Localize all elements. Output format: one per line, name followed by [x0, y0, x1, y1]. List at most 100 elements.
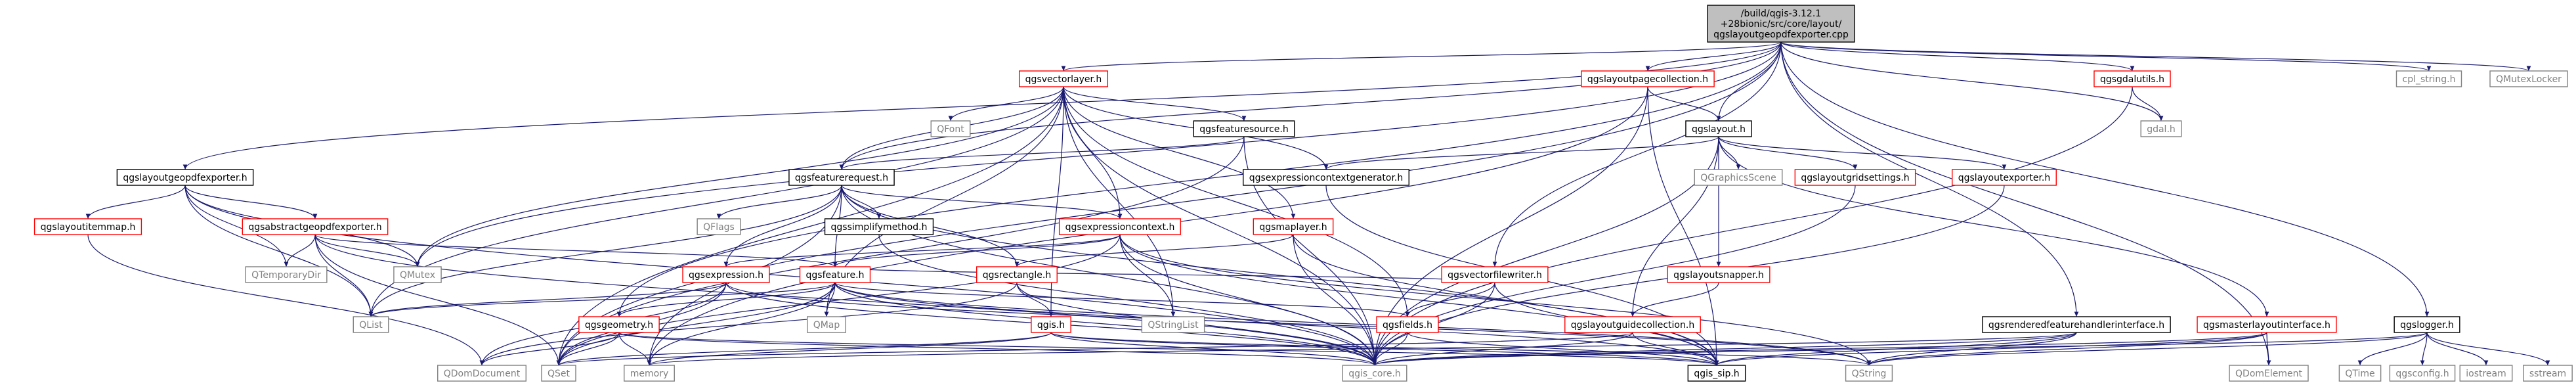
edge-qgslayoutgeopdfexporter_h-to-QTemporaryDir	[184, 185, 289, 267]
edge-qgsfeature_h-to-qgis_sip_h	[834, 282, 1719, 366]
node-label: QMap	[813, 320, 840, 330]
node-qgsexpression-h[interactable]: qgsexpression.h	[682, 266, 770, 283]
node-qgsvectorfilewriter-h[interactable]: qgsvectorfilewriter.h	[1441, 266, 1549, 283]
node-label: QStringList	[1148, 320, 1199, 330]
node-label: qgslayoutpagecollection.h	[1587, 74, 1708, 85]
node-qgsgdalutils-h[interactable]: qgsgdalutils.h	[2093, 70, 2171, 87]
node-qgsconfig-h: qgsconfig.h	[2389, 365, 2456, 382]
edge-qgsfeaturesource_h-to-qgsfeaturerequest_h	[839, 136, 1245, 170]
edge-qgsexpressioncontext_h-to-qgis_core_h	[1119, 234, 1377, 366]
node-qgsmasterlayoutinterface-h[interactable]: qgsmasterlayoutinterface.h	[2197, 316, 2337, 333]
node-qgssimplifymethod-h: qgssimplifymethod.h	[824, 218, 934, 235]
edge-qgsfeature_h-to-QList	[368, 282, 836, 317]
edge-qgsfeature_h-to-memory	[647, 282, 836, 366]
node-qgslayoutexporter-h[interactable]: qgslayoutexporter.h	[1952, 169, 2057, 186]
edge-qgsvectorfilewriter_h-to-qgsfields_h	[1405, 282, 1495, 317]
node-box	[1243, 169, 1409, 186]
node-box	[541, 365, 576, 382]
node-box	[824, 218, 934, 235]
node-label: QDomElement	[2235, 369, 2302, 379]
edge-qgsvectorlayer_h-to-QSet	[556, 86, 1064, 366]
node-box	[788, 169, 895, 186]
edge-qgslayoutpagecollection_h-to-qgis_sip_h	[1647, 86, 1719, 366]
edge-qgsgeometry_h-to-qgis_core_h	[618, 332, 1377, 366]
node-label: qgslogger.h	[2400, 320, 2454, 330]
edge-qgsgdalutils_h-to-gdal_h	[2132, 86, 2164, 122]
node-box	[1794, 169, 1916, 186]
node-label: qgsconfig.h	[2395, 369, 2449, 379]
edge-root-to-qgsgeometry_h	[616, 41, 1782, 317]
node-label: qgslayoutgridsettings.h	[1801, 173, 1909, 183]
node-label: qgslayoutgeopdfexporter.h	[123, 173, 247, 183]
edge-root-to-QDomElement	[1780, 41, 2271, 366]
edge-qgsgeometry_h-to-QSet	[556, 332, 620, 366]
node-qgsfields-h[interactable]: qgsfields.h	[1376, 316, 1439, 333]
edge-qgsfeature_h-to-QSet	[556, 282, 836, 366]
node-qgsvectorlayer-h[interactable]: qgsvectorlayer.h	[1018, 70, 1109, 87]
node-box	[437, 365, 526, 382]
edge-qgsfeature_h-to-qgis_core_h	[834, 282, 1377, 366]
node-QMap: QMap	[807, 316, 846, 333]
node-qgslayoutsnapper-h[interactable]: qgslayoutsnapper.h	[1667, 266, 1771, 283]
node-qgsrectangle-h[interactable]: qgsrectangle.h	[976, 266, 1058, 283]
node-label: qgssimplifymethod.h	[831, 222, 928, 233]
node-qgsfeaturerequest-h: qgsfeaturerequest.h	[788, 169, 895, 186]
node-box	[624, 365, 675, 382]
node-qgslayoutpagecollection-h[interactable]: qgslayoutpagecollection.h	[1581, 70, 1715, 87]
node-label: qgis.h	[1037, 320, 1065, 330]
node-label: iostream	[2466, 369, 2506, 379]
node-label: sstream	[2529, 369, 2566, 379]
node-label: qgslayoutsnapper.h	[1673, 270, 1764, 281]
edge-qgsmasterlayoutinterface_h-to-qgis_sip_h	[1714, 332, 2267, 366]
node-QStringList: QStringList	[1141, 316, 1205, 333]
node-QMutex: QMutex	[393, 266, 442, 283]
edge-qgsgdalutils_h-to-qgis_core_h	[1372, 86, 2133, 366]
node-label: qgslayoutitemmap.h	[41, 222, 136, 233]
node-label: qgsvectorfilewriter.h	[1448, 270, 1542, 281]
node-qgslayoutguidecollection-h[interactable]: qgslayoutguidecollection.h	[1564, 316, 1701, 333]
node-box	[2093, 70, 2171, 87]
node-qgsgeometry-h[interactable]: qgsgeometry.h	[578, 316, 660, 333]
node-box	[1687, 365, 1746, 382]
node-qgslayoutgridsettings-h[interactable]: qgslayoutgridsettings.h	[1794, 169, 1916, 186]
edge-qgsabstractgeopdfexporter_h-to-QMutex	[314, 234, 420, 267]
node-box	[33, 218, 142, 235]
node-QTime: QTime	[2338, 365, 2382, 382]
node-qgsrenderedfeaturehandlerinterface-h: qgsrenderedfeaturehandlerinterface.h	[1982, 316, 2171, 333]
node-qgsmaplayer-h[interactable]: qgsmaplayer.h	[1253, 218, 1334, 235]
node-qgslogger-h: qgslogger.h	[2394, 316, 2460, 333]
node-qgsfeaturesource-h: qgsfeaturesource.h	[1193, 120, 1295, 137]
node-box	[1952, 169, 2057, 186]
edge-qgsfeaturerequest_h-to-QFlags	[716, 185, 842, 219]
node-qgsfeature-h[interactable]: qgsfeature.h	[799, 266, 871, 283]
edge-qgsfeaturerequest_h-to-qgsexpression_h	[723, 185, 842, 267]
edge-qgsfeature_h-to-qgsgeometry_h	[616, 282, 836, 317]
node-QFont: QFont	[930, 120, 971, 137]
edge-qgsrenderedfeaturehandlerinterface_h-to-qgis_core_h	[1372, 332, 2077, 366]
edge-root-to-qgslayoutgeopdfexporter_h	[182, 41, 1782, 170]
edge-qgslayoutpagecollection_h-to-qgis_core_h	[1372, 86, 1648, 366]
edge-qgsexpressioncontext_h-to-qgsexpression_h	[723, 234, 1121, 267]
node-label-line: +28bionic/src/core/layout/	[1721, 19, 1842, 30]
node-qgslayoutitemmap-h[interactable]: qgslayoutitemmap.h	[33, 218, 142, 235]
node-box	[1581, 70, 1715, 87]
edge-qgsexpressioncontext_h-to-QSet	[556, 234, 1121, 366]
edge-qgsfeaturerequest_h-to-QList	[368, 185, 842, 317]
node-box	[2523, 365, 2573, 382]
node-qgis-h[interactable]: qgis.h	[1031, 316, 1071, 333]
node-label: qgsmaplayer.h	[1259, 222, 1327, 233]
node-label: QMutex	[400, 270, 435, 281]
edge-qgsmaplayer_h-to-qgis_sip_h	[1293, 234, 1719, 366]
node-box	[807, 316, 846, 333]
node-box	[976, 266, 1058, 283]
node-qgsexpressioncontext-h[interactable]: qgsexpressioncontext.h	[1058, 218, 1182, 235]
edge-qgsfeature_h-to-QMap	[824, 282, 836, 317]
edge-root-to-qgsrenderedfeaturehandlerinterface_h	[1780, 41, 2079, 317]
edge-qgslayoutgeopdfexporter_h-to-qgsabstractgeopdfexporter_h	[184, 185, 318, 219]
node-label: qgis_core.h	[1348, 369, 1401, 379]
edge-qgsvectorlayer_h-to-QMutex	[415, 86, 1064, 267]
node-qgsabstractgeopdfexporter-h[interactable]: qgsabstractgeopdfexporter.h	[242, 218, 389, 235]
edge-qgsrenderedfeaturehandlerinterface_h-to-QString	[1866, 332, 2077, 366]
edge-qgsmasterlayoutinterface_h-to-qgis_core_h	[1373, 332, 2267, 366]
edge-qgslayout_h-to-qgslayoutguidecollection_h	[1630, 136, 1719, 317]
